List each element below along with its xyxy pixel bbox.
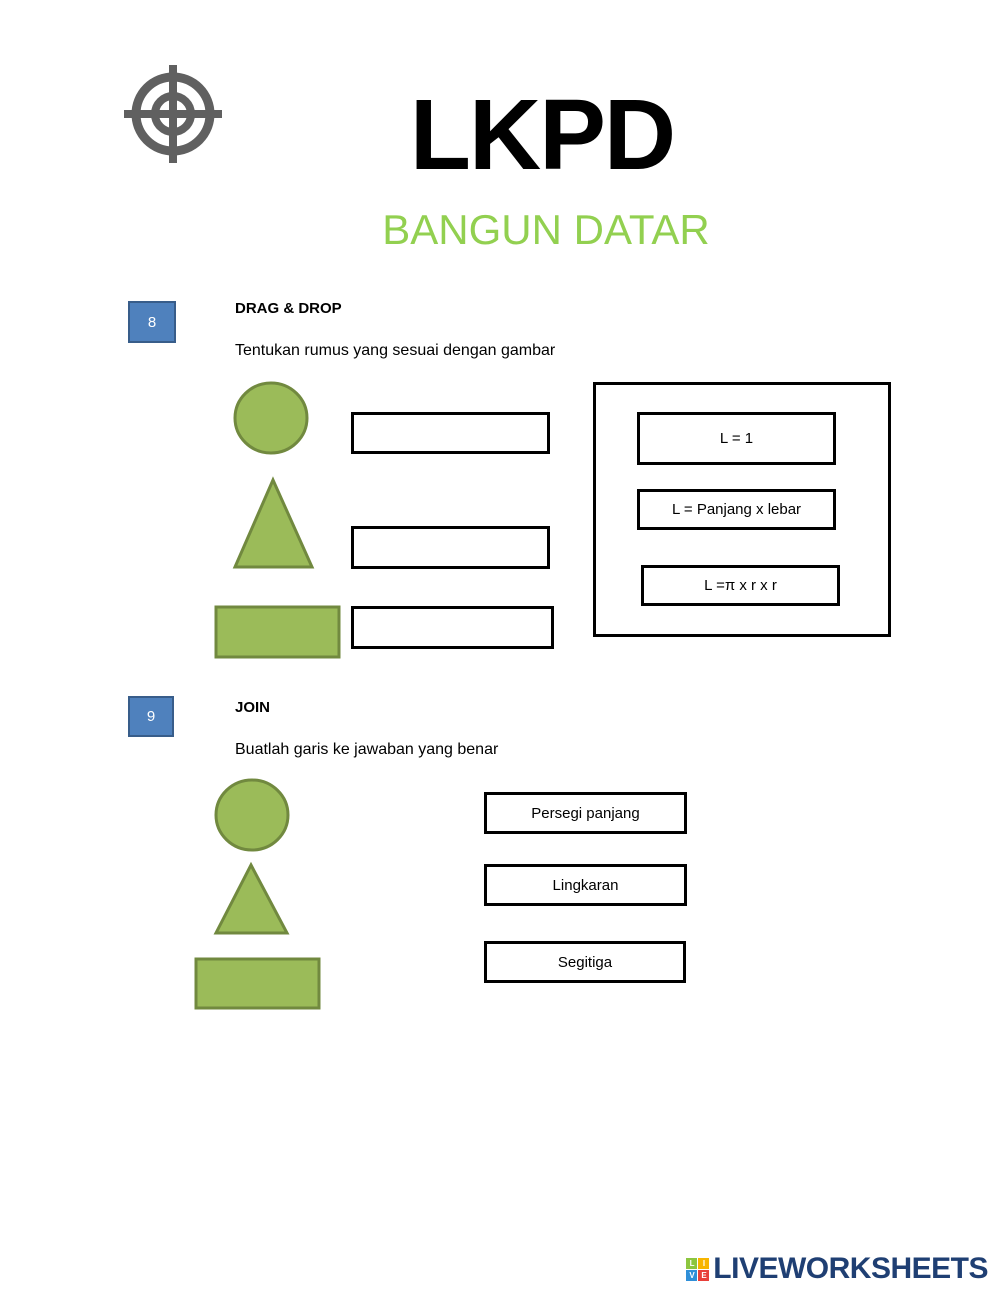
draggable-option[interactable]: L =π x r x r bbox=[641, 565, 840, 606]
formula-options-panel bbox=[593, 382, 891, 637]
logo-letter: L bbox=[686, 1257, 698, 1269]
liveworksheets-logo: L I V E LIVEWORKSHEETS bbox=[686, 1252, 988, 1286]
page-subtitle: BANGUN DATAR bbox=[382, 206, 710, 253]
question-instruction: Tentukan rumus yang sesuai dengan gambar bbox=[235, 342, 556, 359]
drop-zone-circle[interactable] bbox=[351, 412, 550, 454]
circle-shape[interactable] bbox=[214, 778, 290, 852]
draggable-option[interactable]: L = 1 bbox=[637, 412, 836, 465]
question-heading: DRAG & DROP bbox=[235, 300, 342, 317]
logo-letter: V bbox=[686, 1269, 698, 1281]
join-answer[interactable]: Lingkaran bbox=[484, 864, 687, 906]
target-icon bbox=[124, 65, 222, 163]
logo-letter: E bbox=[698, 1269, 710, 1281]
rectangle-shape bbox=[214, 605, 341, 659]
join-answer[interactable]: Segitiga bbox=[484, 941, 686, 983]
drop-zone-rectangle[interactable] bbox=[351, 606, 554, 649]
page-title: LKPD bbox=[409, 79, 676, 191]
triangle-shape bbox=[232, 476, 315, 569]
logo-text: LIVEWORKSHEETS bbox=[713, 1252, 988, 1285]
rectangle-shape[interactable] bbox=[194, 957, 322, 1011]
drop-zone-triangle[interactable] bbox=[351, 526, 550, 569]
question-instruction: Buatlah garis ke jawaban yang benar bbox=[235, 741, 499, 758]
triangle-shape[interactable] bbox=[213, 861, 290, 936]
logo-mark: L I V E bbox=[686, 1257, 710, 1281]
logo-letter: I bbox=[698, 1257, 710, 1269]
circle-shape bbox=[233, 381, 309, 455]
join-answer[interactable]: Persegi panjang bbox=[484, 792, 687, 834]
question-heading: JOIN bbox=[235, 699, 271, 716]
question-number-badge: 8 bbox=[128, 301, 176, 343]
draggable-option[interactable]: L = Panjang x lebar bbox=[637, 489, 836, 530]
question-number-badge: 9 bbox=[128, 696, 174, 737]
